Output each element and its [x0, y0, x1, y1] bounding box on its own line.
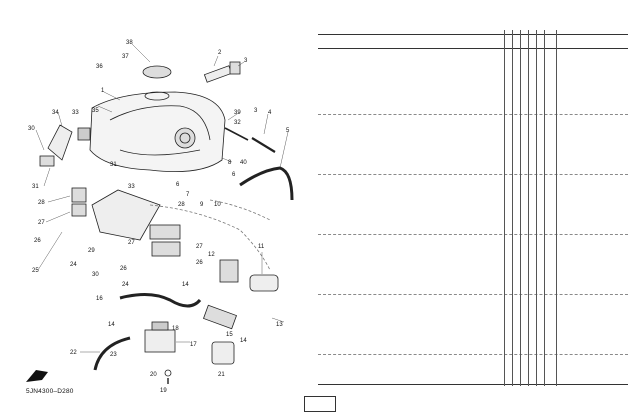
- callout: 24: [122, 282, 129, 288]
- callout: 11: [258, 244, 265, 250]
- fuel-tank-part: [89, 91, 226, 172]
- table-row-rule: [318, 114, 628, 115]
- callout: 24: [70, 262, 77, 268]
- callout: 14: [108, 322, 115, 328]
- fuel-hose-part: [119, 293, 202, 308]
- callout: 19: [160, 388, 167, 394]
- overflow-hose-part: [239, 166, 294, 201]
- table-row-rule: [318, 354, 628, 355]
- callout: 26: [34, 238, 41, 244]
- callout: 16: [96, 296, 103, 302]
- callout: 1: [101, 88, 105, 94]
- fuel-tank-exploded-diagram: 38 37 36 2 3 1 35 34 33 39 32 3 4 5 30 3…: [26, 40, 294, 394]
- callout: 3: [254, 108, 258, 114]
- callout: 9: [200, 202, 204, 208]
- callout: 3: [244, 58, 248, 64]
- table-column-rule: [528, 30, 529, 386]
- callout: 22: [70, 350, 77, 356]
- callout: 14: [240, 338, 247, 344]
- callout: 31: [32, 184, 39, 190]
- callout: 35: [92, 108, 99, 114]
- table-row-rule: [318, 174, 628, 175]
- callout: 12: [208, 252, 215, 258]
- callout: 13: [276, 322, 283, 328]
- callout: 21: [218, 372, 225, 378]
- callout: 33: [72, 110, 79, 116]
- callout: 7: [186, 192, 190, 198]
- callout: 39: [234, 110, 241, 116]
- callout: 15: [226, 332, 233, 338]
- callout: 26: [196, 260, 203, 266]
- callout: 28: [38, 200, 45, 206]
- callout: 33: [128, 184, 135, 190]
- fuel-pump-part: [144, 329, 176, 353]
- breather-pipe-part: [203, 65, 233, 83]
- side-bracket-part: [47, 124, 73, 161]
- callout: 5: [286, 128, 290, 134]
- mounting-plate-part: [91, 189, 161, 241]
- table-row-rule: [318, 234, 628, 235]
- table-top-rule: [318, 34, 628, 35]
- callout: 30: [28, 126, 35, 132]
- table-row-rule: [318, 294, 628, 295]
- table-bottom-rule: [318, 384, 628, 385]
- callout: 14: [182, 282, 189, 288]
- callout-labels: 38 37 36 2 3 1 35 34 33 39 32 3 4 5 30 3…: [28, 40, 290, 394]
- callout: 34: [52, 110, 59, 116]
- table-column-rule: [556, 30, 557, 386]
- callout: 37: [122, 54, 129, 60]
- callout: 10: [214, 202, 221, 208]
- table-column-rule: [536, 30, 537, 386]
- table-column-rule: [544, 30, 545, 386]
- table-column-rule: [512, 30, 513, 386]
- callout: 27: [38, 220, 45, 226]
- callout: 17: [190, 342, 197, 348]
- callout: 30: [92, 272, 99, 278]
- callout: 8: [228, 160, 232, 166]
- tank-emblem: [174, 127, 196, 149]
- table-column-rule: [504, 30, 505, 386]
- callout: 27: [128, 240, 135, 246]
- drawing-code: 5JN4300–D280: [26, 388, 74, 395]
- parts-list-table: [318, 30, 628, 386]
- callout: 32: [234, 120, 241, 126]
- filler-cap-part: [142, 65, 172, 79]
- callout: 2: [218, 50, 222, 56]
- table-column-rule: [520, 30, 521, 386]
- callout: 31: [110, 162, 117, 168]
- callout: 6: [232, 172, 236, 178]
- page-number-box: [304, 396, 336, 412]
- callout: 6: [176, 182, 180, 188]
- fuel-filter-part: [249, 274, 279, 292]
- fuel-sender-part: [211, 341, 235, 365]
- callout: 18: [172, 326, 179, 332]
- callout: 25: [32, 268, 39, 274]
- callout: 4: [268, 110, 272, 116]
- table-header-rule: [318, 48, 628, 49]
- front-direction-arrow-icon: [26, 370, 48, 382]
- callout: 23: [110, 352, 117, 358]
- callout: 36: [96, 64, 103, 70]
- callout: 38: [126, 40, 133, 46]
- callout: 20: [150, 372, 157, 378]
- callout: 29: [88, 248, 95, 254]
- callout: 28: [178, 202, 185, 208]
- callout: 27: [196, 244, 203, 250]
- callout: 26: [120, 266, 127, 272]
- callout: 40: [240, 160, 247, 166]
